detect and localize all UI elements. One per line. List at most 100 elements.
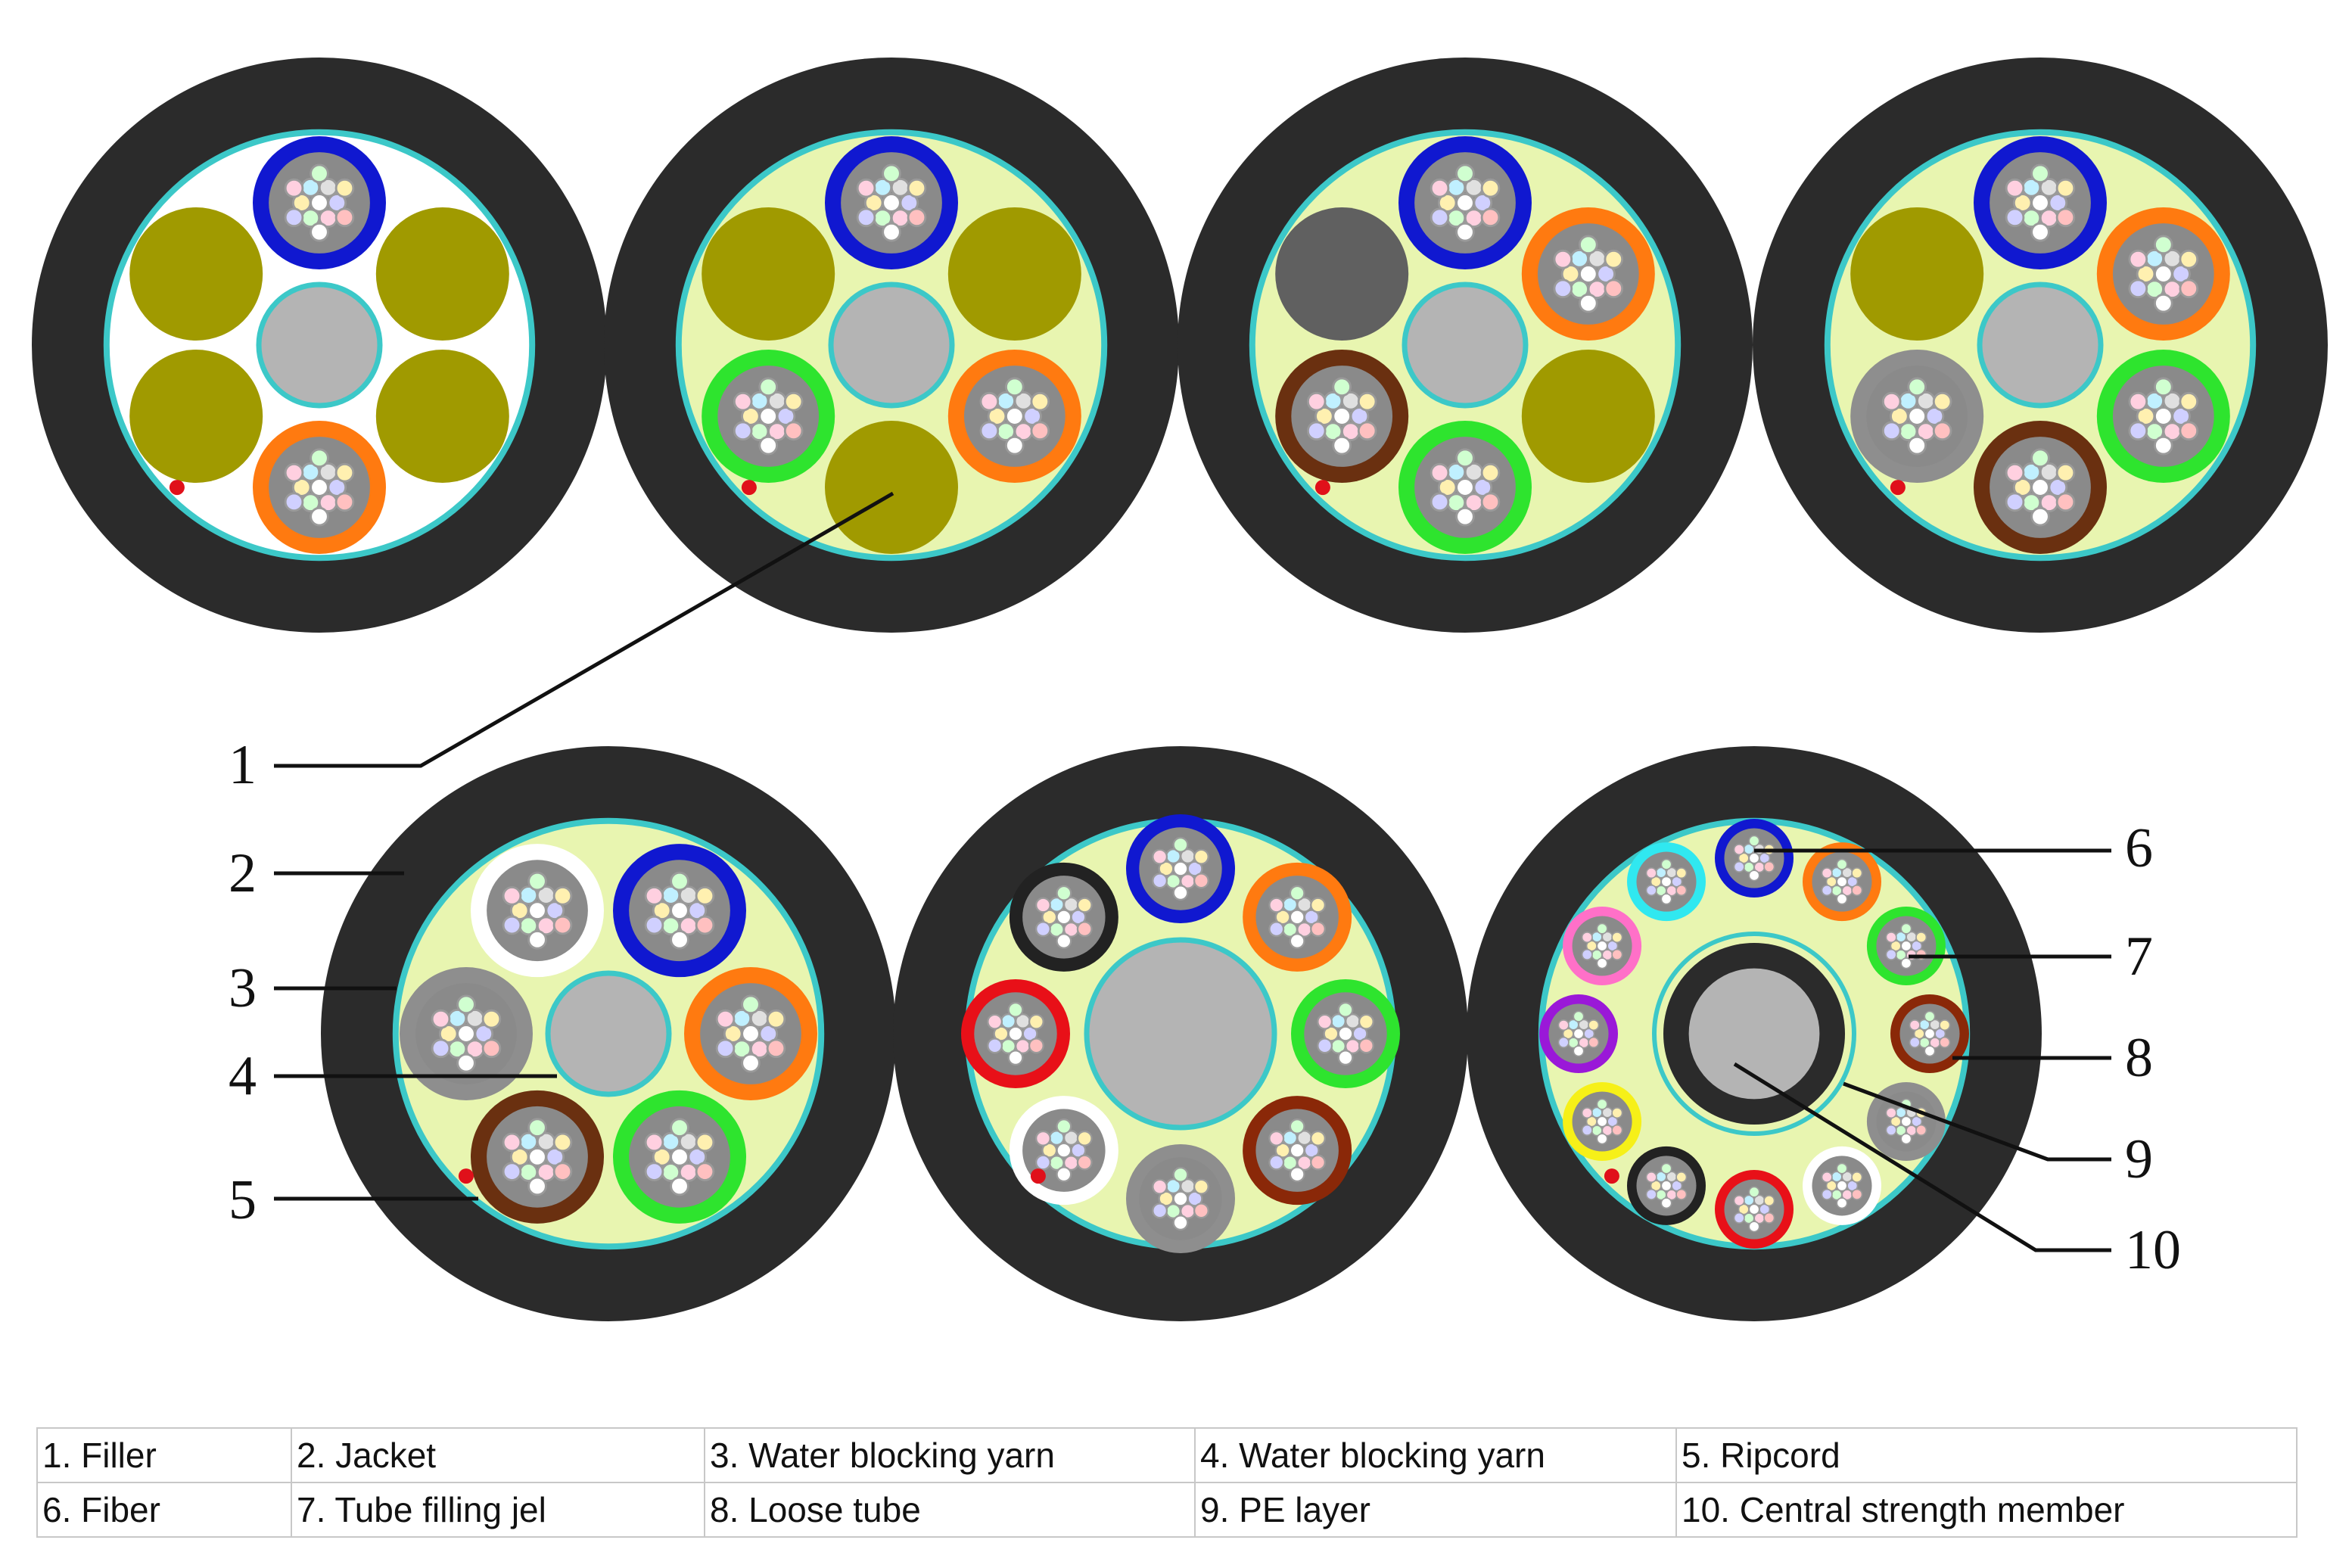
fiber <box>1455 448 1475 468</box>
fiber <box>1907 377 1927 397</box>
legend-cell-water-blocking-yarn-3: 3. Water blocking yarn <box>704 1427 1196 1483</box>
fiber <box>1480 178 1501 198</box>
legend-row: 6. Fiber 7. Tube filling jel 8. Loose tu… <box>36 1482 2298 1538</box>
fiber <box>1193 1178 1209 1195</box>
fiber <box>1588 1036 1600 1048</box>
fiber <box>907 207 927 228</box>
fiber <box>863 193 884 213</box>
fiber <box>2128 391 2148 412</box>
fiber <box>1581 948 1593 960</box>
fiber <box>1358 1013 1374 1030</box>
fiber <box>1455 163 1475 184</box>
fiber <box>2179 278 2199 299</box>
fiber <box>2005 462 2025 483</box>
fiber <box>1007 1001 1024 1018</box>
fiber <box>1885 932 1897 944</box>
fiber <box>1611 932 1623 944</box>
fiber <box>783 391 804 412</box>
loose-tube <box>702 350 835 483</box>
fiber <box>481 1038 502 1059</box>
fiber <box>1028 1013 1044 1030</box>
fiber <box>334 462 355 483</box>
fiber <box>1607 1115 1619 1128</box>
fiber <box>2179 391 2199 412</box>
fiber <box>527 1176 547 1196</box>
loose-tube <box>1539 994 1618 1073</box>
ripcord <box>458 1168 474 1184</box>
fiber <box>1759 852 1771 864</box>
loose-tube <box>471 1090 604 1224</box>
fiber <box>1915 1124 1927 1136</box>
fiber <box>715 1038 736 1059</box>
fiber <box>545 1147 565 1167</box>
fiber <box>644 886 664 906</box>
fiber <box>1881 391 1902 412</box>
central-strength-member <box>1977 282 2104 409</box>
fiber <box>1675 867 1688 879</box>
fiber <box>2055 462 2076 483</box>
fiber <box>1596 957 1608 969</box>
fiber <box>1821 1171 1833 1184</box>
fiber <box>758 1024 779 1044</box>
fiber <box>652 901 672 920</box>
fiber <box>1306 421 1327 441</box>
fiber <box>1915 932 1927 944</box>
fiber <box>1585 1115 1598 1128</box>
fiber <box>2048 478 2068 497</box>
fiber <box>1939 1019 1951 1031</box>
fiber <box>1034 897 1051 913</box>
fiber <box>502 1132 522 1153</box>
fiber <box>1851 867 1863 879</box>
fiber <box>2154 293 2173 313</box>
filler <box>1521 350 1655 483</box>
fiber <box>1076 921 1093 938</box>
fiber <box>1890 940 1902 952</box>
fiber <box>1289 885 1305 901</box>
fiber <box>1562 1028 1574 1040</box>
fiber <box>979 391 1000 412</box>
loose-tube <box>400 967 533 1100</box>
callout-1: 1 <box>229 734 257 796</box>
fiber <box>733 391 753 412</box>
fiber <box>1553 278 1573 299</box>
fiber <box>1660 858 1672 870</box>
loose-tube <box>1850 350 1984 483</box>
fiber <box>1056 1166 1072 1183</box>
loose-tube <box>1627 842 1706 922</box>
fiber <box>1289 1118 1305 1134</box>
fiber <box>284 178 304 198</box>
loose-tube <box>1715 1170 1794 1249</box>
fiber <box>1738 852 1750 864</box>
fiber <box>334 207 355 228</box>
fiber <box>474 1024 494 1044</box>
fiber <box>1473 193 1493 213</box>
fiber <box>1748 1221 1760 1233</box>
fiber <box>1076 897 1093 913</box>
fiber <box>2055 207 2076 228</box>
fiber <box>1473 478 1493 497</box>
fiber <box>1480 462 1501 483</box>
fiber <box>1748 835 1760 847</box>
legend-cell-fiber: 6. Fiber <box>36 1482 292 1538</box>
fiber <box>2128 421 2148 441</box>
fiber <box>1323 1025 1339 1042</box>
loose-tube <box>253 421 386 554</box>
fiber <box>687 901 708 920</box>
fiber <box>695 1132 715 1153</box>
fiber <box>2030 448 2050 468</box>
fiber <box>438 1024 459 1044</box>
fiber <box>502 886 522 906</box>
fiber <box>1733 844 1745 856</box>
fiber <box>2055 178 2076 198</box>
fiber <box>2154 435 2173 456</box>
fiber <box>1005 435 1025 456</box>
fiber <box>1611 948 1623 960</box>
fiber <box>2055 492 2076 512</box>
fiber <box>695 886 715 906</box>
cable-2 <box>604 58 1179 633</box>
fiber <box>1337 1050 1354 1066</box>
fiber <box>1028 1038 1044 1054</box>
fiber <box>1733 1195 1745 1207</box>
fiber <box>1596 264 1616 284</box>
fiber <box>741 1053 761 1073</box>
